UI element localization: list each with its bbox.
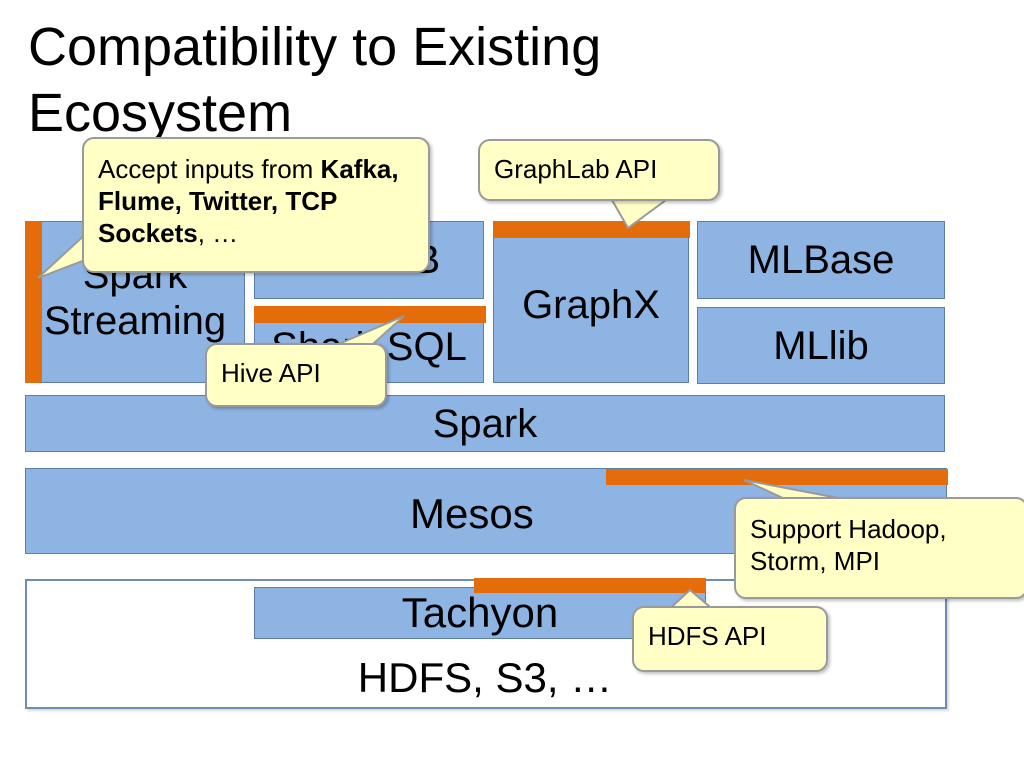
graphlab-api-callout: GraphLab API [478, 139, 720, 201]
graphx-label: GraphX [522, 283, 660, 327]
mesos-label: Mesos [410, 490, 534, 537]
streaming-inputs-callout: Accept inputs from Kafka, Flume, Twitter… [82, 137, 430, 273]
graphlab-api-label: GraphLab API [494, 154, 658, 184]
tachyon-label: Tachyon [401, 589, 559, 636]
tachyon-block: Tachyon [254, 587, 706, 639]
mllib-label: MLlib [773, 323, 869, 368]
graphx-block: GraphX [493, 221, 689, 383]
hive-api-label: Hive API [221, 358, 321, 388]
streaming-inputs-prefix: Accept inputs from [98, 154, 321, 184]
tachyon-api-bar [474, 578, 706, 593]
hdfs-label: HDFS, S3, … [357, 654, 613, 701]
hadoop-support-label: Support Hadoop, Storm, MPI [750, 514, 947, 576]
streaming-inputs-suffix: , … [197, 218, 239, 248]
mesos-api-bar [606, 469, 948, 485]
spark-label: Spark [432, 401, 538, 446]
mllib-block: MLlib [697, 307, 945, 384]
spark-streaming-api-bar [25, 221, 42, 383]
hadoop-support-callout: Support Hadoop, Storm, MPI [734, 497, 1024, 599]
graphx-api-bar [493, 221, 690, 238]
hive-api-callout: Hive API [205, 343, 387, 407]
mlbase-label: MLBase [747, 238, 895, 282]
streaming-input-sources: Kafka, Flume, Twitter, TCP Sockets [98, 154, 399, 248]
slide-title: Compatibility to Existing Ecosystem [28, 17, 602, 143]
spark-block: Spark [25, 395, 945, 452]
hdfs-api-label: HDFS API [648, 621, 767, 651]
mlbase-block: MLBase [697, 221, 945, 299]
hdfs-api-callout: HDFS API [632, 606, 828, 672]
shark-sql-api-bar [254, 306, 486, 323]
